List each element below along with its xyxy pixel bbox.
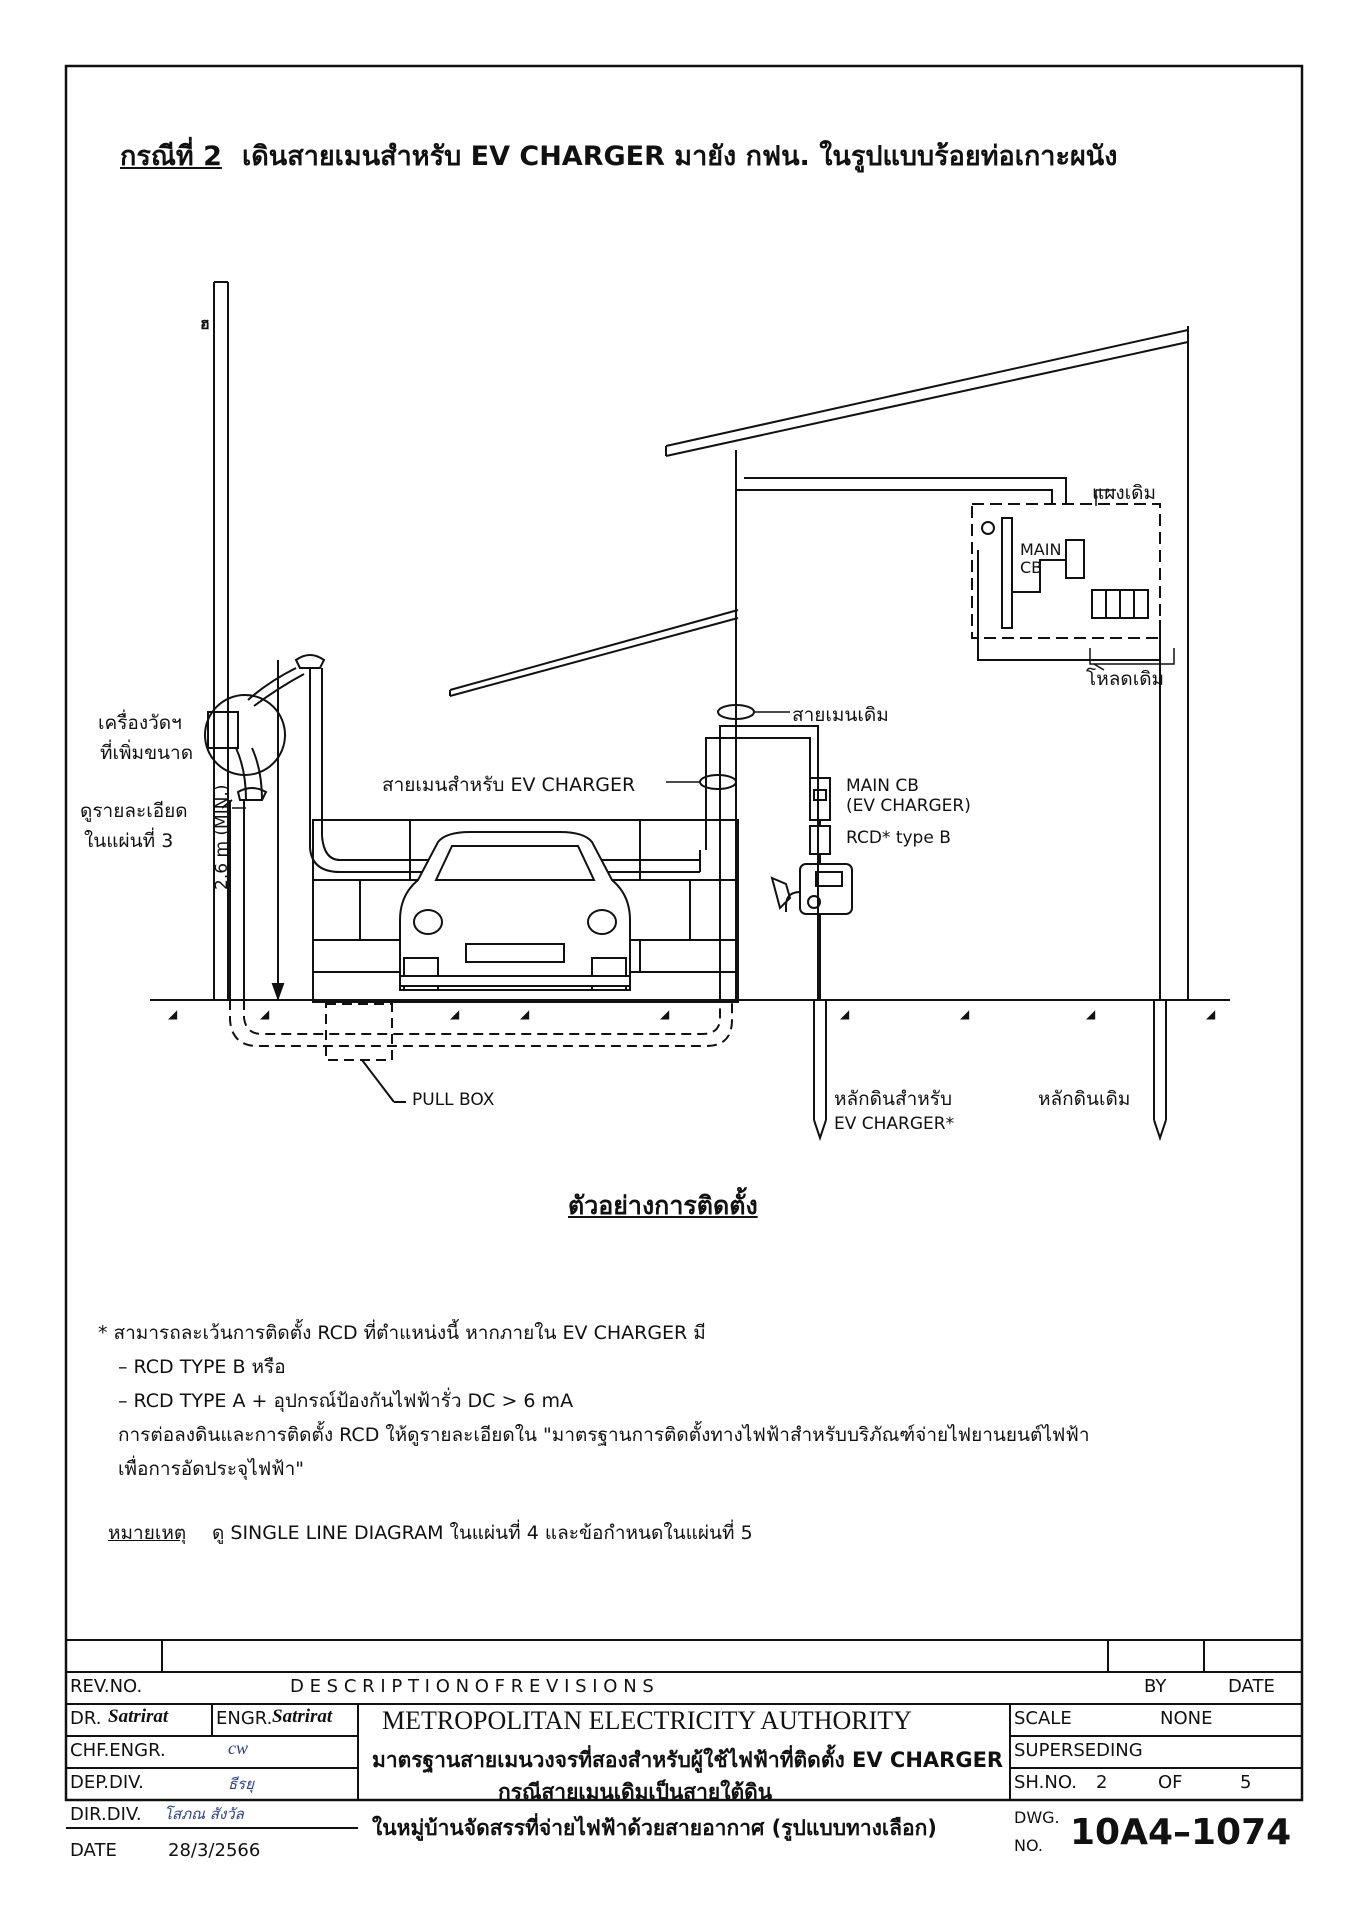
authority-name: METROPOLITAN ELECTRICITY AUTHORITY bbox=[382, 1706, 912, 1735]
drawing-number: 10A4–1074 bbox=[1070, 1812, 1292, 1853]
dr-label: DR. bbox=[70, 1708, 102, 1729]
main-cb-label: MAIN bbox=[1020, 540, 1062, 559]
rev-no-header: REV.NO. bbox=[70, 1676, 143, 1697]
dep-signature: ธีรยุ bbox=[228, 1775, 255, 1793]
ev-cb-label: MAIN CB bbox=[846, 776, 919, 796]
meter-assembly bbox=[204, 654, 701, 1000]
standard-line-2: กรณีสายเมนเดิมเป็นสายใต้ดิน bbox=[498, 1780, 773, 1804]
case-title: เดินสายเมนสำหรับ EV CHARGER มายัง กฟน. ใ… bbox=[242, 141, 1118, 172]
underground-conduit bbox=[229, 1000, 733, 1061]
ev-cb-label-2: (EV CHARGER) bbox=[846, 796, 971, 816]
dir-signature: โสภณ สังวัล bbox=[164, 1805, 244, 1823]
engr-label: ENGR. bbox=[216, 1708, 273, 1729]
dwg-no-label: NO. bbox=[1014, 1836, 1043, 1855]
ground-ev-label-2: EV CHARGER* bbox=[834, 1114, 955, 1134]
date-label: DATE bbox=[70, 1840, 117, 1861]
svg-text:◢: ◢ bbox=[168, 1007, 178, 1021]
title-block-grid bbox=[66, 1639, 1302, 1829]
old-main-label: สายเมนเดิม bbox=[792, 704, 889, 726]
svg-text:◢: ◢ bbox=[660, 1007, 670, 1021]
old-panel bbox=[971, 503, 1175, 1142]
svg-text:◢: ◢ bbox=[1206, 1007, 1216, 1021]
note-line-4: การต่อลงดินและการติดตั้ง RCD ให้ดูรายละเ… bbox=[118, 1424, 1090, 1446]
utility-pole bbox=[213, 281, 229, 1000]
main-cb-label-2: CB bbox=[1020, 558, 1043, 577]
description-header: D E S C R I P T I O N O F R E V I S I O … bbox=[290, 1676, 654, 1697]
pole-mark: ฮ bbox=[200, 314, 210, 333]
sheet-no-value: 2 bbox=[1096, 1772, 1108, 1793]
date-value: 28/3/2566 bbox=[168, 1840, 261, 1861]
car bbox=[399, 831, 631, 991]
standard-line-1: มาตรฐานสายเมนวงจรที่สองสำหรับผู้ใช้ไฟฟ้า… bbox=[372, 1748, 1004, 1772]
by-header: BY bbox=[1144, 1676, 1167, 1697]
date-header: DATE bbox=[1228, 1676, 1275, 1697]
ground-ev-label: หลักดินสำหรับ bbox=[834, 1088, 953, 1110]
rcd-label: RCD* type B bbox=[846, 828, 951, 848]
meter-label: เครื่องวัดฯ bbox=[98, 712, 182, 734]
meter-label-2: ที่เพิ่มขนาด bbox=[100, 742, 194, 764]
height-dimension bbox=[271, 660, 285, 1001]
ev-main-cable bbox=[699, 737, 811, 860]
svg-text:◢: ◢ bbox=[1086, 1007, 1096, 1021]
ev-equipment bbox=[770, 777, 853, 1142]
pull-box-leader bbox=[361, 1059, 395, 1103]
chf-engr-label: CHF.ENGR. bbox=[70, 1740, 166, 1761]
svg-text:◢: ◢ bbox=[960, 1007, 970, 1021]
svg-text:◢: ◢ bbox=[840, 1007, 850, 1021]
remark-label: หมายเหตุ bbox=[108, 1522, 187, 1544]
superseding-label: SUPERSEDING bbox=[1014, 1740, 1143, 1761]
remark-text: ดู SINGLE LINE DIAGRAM ในแผ่นที่ 4 และข้… bbox=[212, 1522, 753, 1544]
diagram-caption: ตัวอย่างการติดตั้ง bbox=[568, 1191, 758, 1220]
ground-old-label: หลักดินเดิม bbox=[1038, 1088, 1131, 1110]
house bbox=[665, 326, 1189, 1000]
pull-box-label: PULL BOX bbox=[412, 1090, 495, 1110]
dr-signature: Satrirat bbox=[108, 1706, 169, 1727]
old-panel-label: แผงเดิม bbox=[1092, 482, 1157, 504]
engr-signature: Satrirat bbox=[272, 1706, 333, 1727]
old-load-label: โหลดเดิม bbox=[1086, 668, 1165, 690]
height-label: 2.6 m (MIN.) bbox=[212, 784, 232, 890]
dir-div-label: DIR.DIV. bbox=[70, 1804, 142, 1825]
note-line-5: เพื่อการอัดประจุไฟฟ้า" bbox=[118, 1458, 305, 1480]
note-line-2: – RCD TYPE B หรือ bbox=[118, 1356, 286, 1378]
svg-text:◢: ◢ bbox=[450, 1007, 460, 1021]
sheet-border bbox=[64, 64, 1304, 1802]
sheet-total-value: 5 bbox=[1240, 1772, 1252, 1793]
chf-signature: cw bbox=[228, 1738, 248, 1758]
note-line-1: * สามารถละเว้นการติดตั้ง RCD ที่ตำแหน่งน… bbox=[98, 1322, 706, 1344]
ground-hatch: ◢ ◢ ◢ ◢ ◢ ◢ ◢ ◢ ◢ bbox=[168, 1007, 1216, 1021]
standard-line-3: ในหมู่บ้านจัดสรรที่จ่ายไฟฟ้าด้วยสายอากาศ… bbox=[372, 1816, 937, 1840]
case-label: กรณีที่ 2 bbox=[120, 141, 222, 172]
scale-value: NONE bbox=[1160, 1708, 1213, 1729]
svg-text:◢: ◢ bbox=[520, 1007, 530, 1021]
detail-label-2: ในแผ่นที่ 3 bbox=[84, 830, 174, 852]
scale-label: SCALE bbox=[1014, 1708, 1072, 1729]
dep-div-label: DEP.DIV. bbox=[70, 1772, 144, 1793]
ev-main-label: สายเมนสำหรับ EV CHARGER bbox=[382, 774, 636, 796]
sheet-of-label: OF bbox=[1158, 1772, 1183, 1793]
note-line-3: – RCD TYPE A + อุปกรณ์ป้องกันไฟฟ้ารั่ว D… bbox=[118, 1390, 574, 1412]
detail-label: ดูรายละเอียด bbox=[80, 800, 188, 822]
svg-text:◢: ◢ bbox=[260, 1007, 270, 1021]
label-leaders bbox=[232, 489, 1116, 809]
dwg-label: DWG. bbox=[1014, 1808, 1060, 1827]
sheet-no-label: SH.NO. bbox=[1014, 1772, 1077, 1793]
